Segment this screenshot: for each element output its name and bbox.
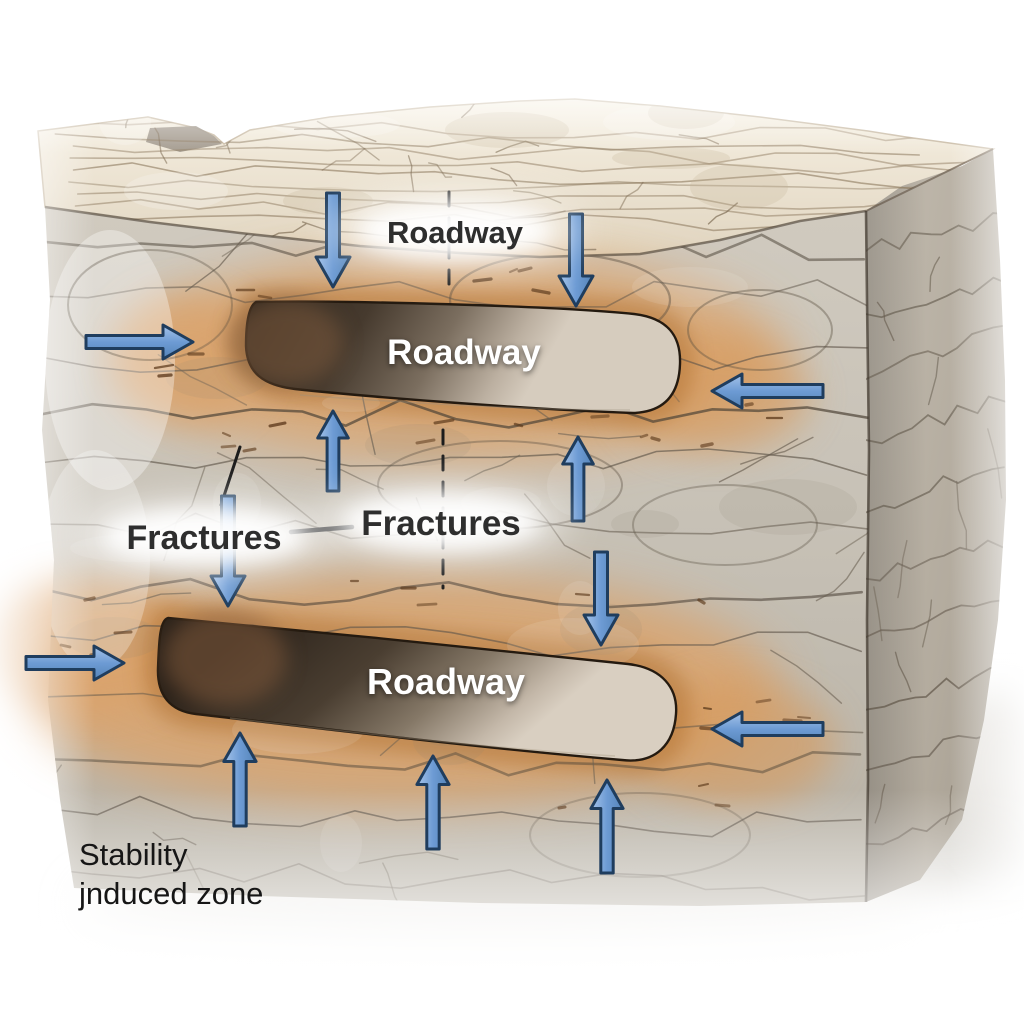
rock-crack	[268, 421, 287, 428]
rock-crack	[508, 267, 519, 274]
rock-crack	[697, 598, 706, 605]
rock-crack	[517, 266, 533, 273]
rock-crack	[42, 448, 868, 476]
rock-crack	[619, 181, 644, 210]
rock-crack	[416, 602, 438, 607]
rock-crack	[157, 354, 248, 406]
rock-crack	[216, 452, 317, 524]
rock-crack	[707, 202, 738, 225]
rock-crack	[72, 162, 921, 191]
rock-crack	[702, 706, 713, 711]
rock-crack	[697, 782, 710, 788]
upper-roadway-opening	[227, 298, 682, 415]
rock-crack	[897, 539, 908, 599]
rock-crack	[512, 190, 562, 204]
lower-roadway-label: Roadway	[367, 661, 525, 702]
rock-crack	[873, 586, 883, 642]
rock-crack	[464, 454, 521, 482]
rock-crack	[815, 551, 865, 602]
stress-arrow-up-icon	[415, 754, 451, 851]
rock-crack	[153, 363, 175, 370]
rock-blotch	[690, 164, 788, 210]
rock-crack	[113, 630, 133, 635]
rock-crack	[42, 750, 862, 777]
rock-crack	[472, 277, 493, 283]
fractures-left-label: Fractures	[127, 519, 282, 557]
stress-arrow-up-icon	[316, 409, 350, 493]
rock-crack	[433, 418, 455, 425]
edge-fade-bottom	[0, 790, 1024, 1024]
rock-crack	[755, 698, 772, 704]
upper-roadway-label: Roadway	[387, 333, 541, 372]
stress-arrow-up-icon	[561, 435, 595, 523]
rock-crack	[531, 288, 551, 295]
surface-roadway-label: Roadway	[387, 215, 524, 250]
rock-crack	[876, 301, 895, 342]
rock-crack	[101, 592, 192, 606]
fractures-right-label: Fractures	[361, 504, 521, 543]
stress-arrow-left-icon	[710, 710, 825, 748]
rock-crack	[321, 147, 366, 171]
rock-crack	[415, 438, 436, 445]
stress-arrow-left-icon	[710, 372, 825, 410]
rock-blotch	[632, 267, 748, 307]
edge-fade-left	[0, 110, 95, 910]
stress-arrow-right-icon	[24, 644, 126, 682]
rock-crack	[42, 398, 869, 429]
right-face-edge-shade	[866, 150, 926, 902]
rock-crack	[700, 442, 714, 448]
edge-fade-right	[950, 140, 1024, 900]
edge-fade-top	[30, 88, 1010, 154]
rock-crack	[639, 433, 649, 439]
stress-arrow-right-icon	[84, 323, 195, 361]
rock-crack	[835, 475, 869, 555]
rock-crack	[428, 162, 453, 178]
rock-crack	[650, 436, 661, 442]
rock-crack	[257, 294, 273, 300]
rock-crack	[220, 444, 237, 449]
rock-crack	[407, 155, 415, 193]
rock-crack	[744, 402, 754, 407]
fracture-speckles	[59, 266, 812, 810]
rock-crack	[42, 279, 868, 308]
rock-crack	[796, 715, 812, 720]
rock-crack	[242, 447, 257, 453]
rock-crack	[894, 651, 912, 693]
rock-blotch	[322, 394, 380, 412]
rock-crack	[929, 256, 941, 293]
stress-arrow-up-icon	[589, 778, 625, 875]
rock-crack	[782, 718, 803, 723]
stress-arrow-down-icon	[582, 550, 620, 647]
stress-arrow-down-icon	[557, 212, 595, 308]
rock-crack	[42, 577, 863, 609]
rock-crack	[557, 432, 641, 440]
stability-line-2: jnduced zone	[78, 876, 263, 911]
rock-crack	[927, 356, 940, 406]
rock-crack	[921, 599, 933, 648]
rock-crack	[68, 179, 920, 193]
stability-line-1: Stability	[79, 837, 188, 872]
rock-crack	[221, 431, 232, 438]
stress-arrow-up-icon	[222, 731, 258, 828]
rock-crack	[718, 438, 799, 483]
stress-arrow-layer	[24, 191, 825, 875]
rock-crack	[590, 414, 610, 419]
label-glows	[75, 193, 583, 574]
stability-induced-zone-label: Stability jnduced zone	[78, 837, 263, 911]
rock-crack	[490, 167, 518, 187]
rock-blotch	[124, 172, 228, 210]
rock-crack	[770, 649, 843, 704]
rock-crack	[740, 436, 814, 465]
rock-crack	[513, 422, 524, 428]
rock-crack	[157, 373, 173, 378]
rock-crack	[574, 592, 591, 597]
rock-crack	[69, 156, 972, 175]
rock-blotch	[365, 424, 471, 466]
rock-blotch	[719, 479, 857, 535]
lower-roadway-opening	[156, 610, 678, 762]
rock-blotch	[611, 510, 679, 538]
